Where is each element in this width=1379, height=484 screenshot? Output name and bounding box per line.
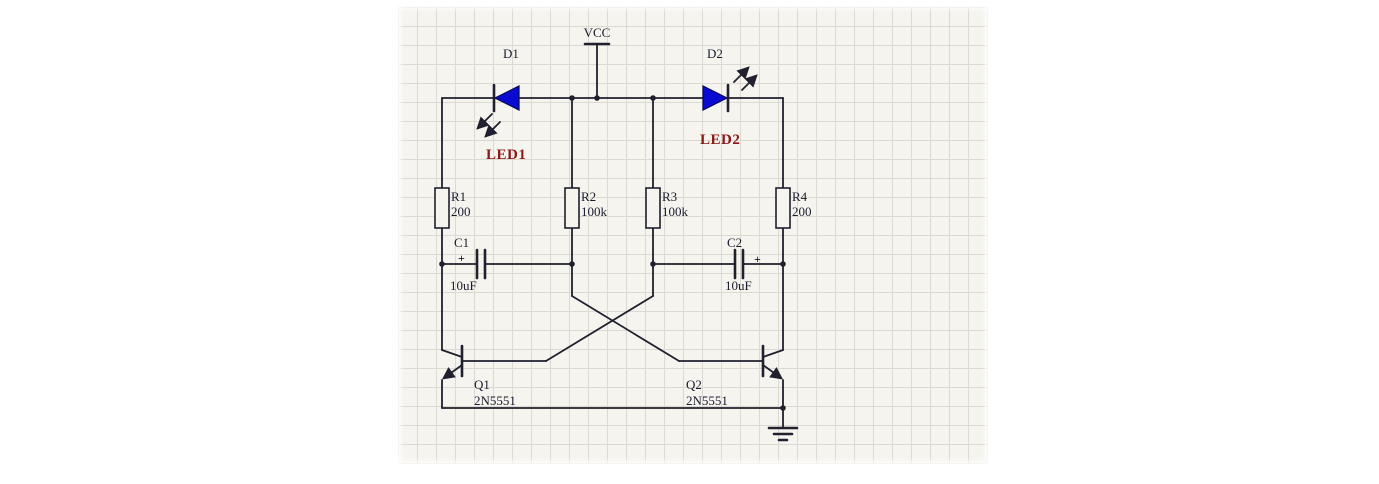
q1-part-label: 2N5551 <box>474 393 516 408</box>
resistor-r4-symbol <box>775 187 791 229</box>
c2-ref-label: C2 <box>727 235 742 250</box>
led-d2-symbol <box>702 66 758 113</box>
r4-value-label: 200 <box>792 204 812 219</box>
r2-ref-label: R2 <box>581 189 596 204</box>
junction-r3-top <box>650 95 656 101</box>
r3-ref-label: R3 <box>662 189 677 204</box>
junction-c2-right <box>780 261 786 267</box>
capacitor-c2-symbol <box>733 248 745 280</box>
d2-ref-label: D2 <box>707 46 723 61</box>
r4-ref-label: R4 <box>792 189 808 204</box>
q1-collector-wire <box>441 349 463 358</box>
resistor-r1-symbol <box>434 187 450 229</box>
q2-part-label: 2N5551 <box>686 393 728 408</box>
circuit-svg: VCC D1 D2 LED1 LED2 R1 200 R2 100k R3 10… <box>434 25 812 442</box>
q1-emitter-wire <box>441 364 463 380</box>
schematic-canvas: VCC D1 D2 LED1 LED2 R1 200 R2 100k R3 10… <box>398 6 988 464</box>
r2-to-q2-base-wire <box>571 295 680 362</box>
led-d2-triangle <box>702 85 729 111</box>
junction-c2-left <box>650 261 656 267</box>
ground-symbol <box>767 426 799 442</box>
q2-emitter-wire <box>762 364 784 380</box>
c2-polarity-label: + <box>754 252 761 266</box>
junction-dots <box>439 95 786 411</box>
led1-label: LED1 <box>486 147 526 163</box>
led-d1-emission-arrow-1 <box>476 113 493 130</box>
labels: VCC D1 D2 LED1 LED2 R1 200 R2 100k R3 10… <box>450 25 812 408</box>
r3-to-q1-base-wire <box>545 295 654 362</box>
led2-label: LED2 <box>700 132 740 148</box>
c2-value-label: 10uF <box>725 278 752 293</box>
c1-value-label: 10uF <box>450 278 477 293</box>
led-d1-symbol <box>476 83 520 138</box>
r1-ref-label: R1 <box>451 189 466 204</box>
capacitor-c1-symbol <box>475 248 487 280</box>
vcc-label: VCC <box>584 25 611 40</box>
junction-c1-right <box>569 261 575 267</box>
transistor-q1-symbol <box>441 344 547 380</box>
c1-ref-label: C1 <box>454 235 469 250</box>
junction-ground <box>780 405 786 411</box>
q2-ref-label: Q2 <box>686 377 702 392</box>
r3-value-label: 100k <box>662 204 689 219</box>
junction-r2-top <box>569 95 575 101</box>
q2-collector-wire <box>762 349 784 358</box>
led-d1-triangle <box>493 85 520 111</box>
junction-c1-left <box>439 261 445 267</box>
r1-value-label: 200 <box>451 204 471 219</box>
c1-polarity-label: + <box>458 251 465 265</box>
led-d2-emission-arrow-1 <box>733 66 750 83</box>
junction-vcc <box>594 95 600 101</box>
led-d1-emission-arrow-2 <box>484 121 501 138</box>
led-d2-emission-arrow-2 <box>741 74 758 91</box>
d1-ref-label: D1 <box>503 46 519 61</box>
resistor-r2-symbol <box>564 187 580 229</box>
transistor-q2-symbol <box>678 344 784 380</box>
resistor-r3-symbol <box>645 187 661 229</box>
q1-ref-label: Q1 <box>474 377 490 392</box>
r2-value-label: 100k <box>581 204 608 219</box>
